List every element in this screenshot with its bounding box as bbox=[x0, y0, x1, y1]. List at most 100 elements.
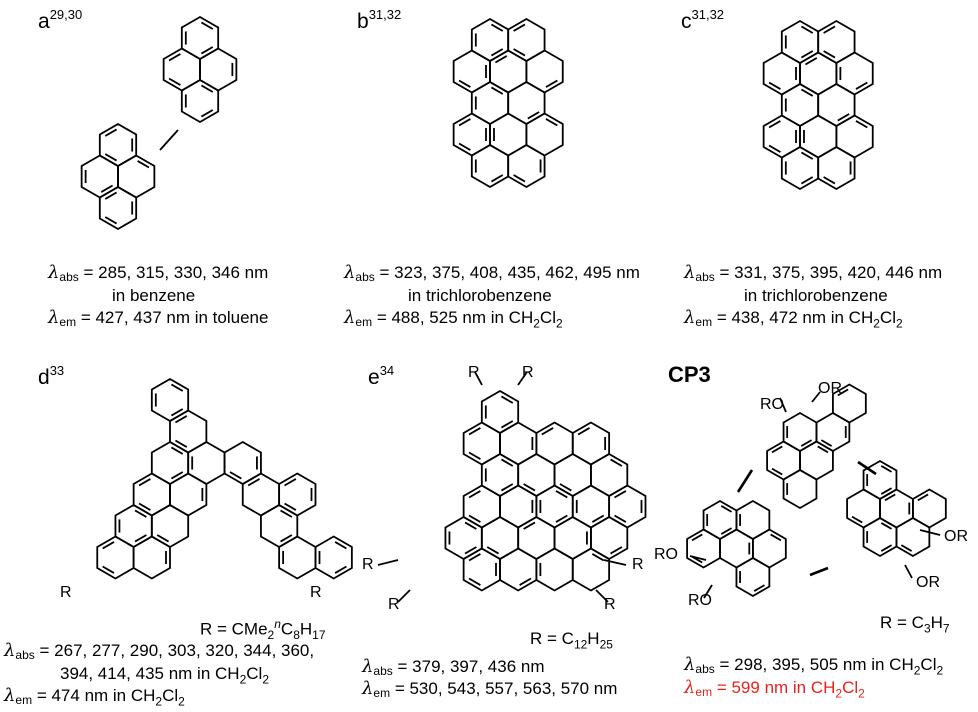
panel-e-letter: e bbox=[368, 366, 380, 389]
double-bond bbox=[284, 478, 297, 487]
panel-b-abs-solvent: in trichlorobenzene bbox=[408, 286, 552, 305]
ring bbox=[782, 468, 818, 510]
double-bond bbox=[468, 553, 481, 562]
cp3-ro-left-upper: RO bbox=[654, 546, 678, 563]
panel-b-letter: b bbox=[357, 10, 369, 33]
double-bond bbox=[817, 445, 829, 454]
cp3-or-right-lower: OR bbox=[916, 574, 940, 591]
panel-e-r-left-lower: R bbox=[388, 596, 400, 613]
double-bond bbox=[200, 84, 214, 93]
double-bond bbox=[104, 216, 118, 225]
panel-c-abs: λabs = 331, 375, 395, 420, 446 nm bbox=[684, 262, 942, 288]
ring bbox=[180, 78, 220, 124]
panel-d-ref: 33 bbox=[49, 363, 65, 378]
panel-d-label: d33 bbox=[38, 363, 65, 390]
double-bond bbox=[468, 577, 481, 586]
sub: 2 bbox=[155, 694, 163, 709]
double-bond bbox=[513, 174, 526, 183]
panel-d-r-right: R bbox=[310, 584, 322, 601]
double-bond bbox=[884, 493, 896, 502]
double-bond bbox=[500, 420, 514, 429]
double-bond bbox=[513, 23, 526, 32]
double-bond bbox=[104, 191, 118, 200]
double-bond bbox=[610, 546, 623, 555]
panel-d-r-left: R bbox=[60, 584, 72, 601]
bond bbox=[919, 529, 941, 536]
double-bond bbox=[519, 577, 532, 586]
double-bond bbox=[768, 81, 781, 90]
double-bond bbox=[837, 388, 849, 397]
cp3-ro-left-lower: RO bbox=[688, 592, 712, 609]
abs-tail: Cl bbox=[246, 664, 263, 683]
bond bbox=[904, 564, 913, 579]
panel-cp3-abs: λabs = 298, 395, 505 nm in CH2Cl2 bbox=[684, 654, 943, 681]
double-bond bbox=[174, 415, 188, 424]
panel-e-ref: 34 bbox=[379, 363, 395, 378]
double-bond bbox=[541, 427, 554, 436]
double-bond bbox=[823, 176, 836, 185]
lambda-symbol: λ bbox=[4, 640, 16, 661]
double-bond bbox=[490, 86, 504, 95]
panel-b-em: λem = 488, 525 nm in CH2Cl2 bbox=[344, 307, 563, 334]
double-bond bbox=[334, 541, 347, 550]
panel-d-abs: λabs = 267, 277, 290, 303, 320, 344, 360… bbox=[4, 640, 314, 666]
double-bond bbox=[494, 55, 508, 64]
abs-tail: Cl bbox=[920, 655, 937, 674]
double-bond bbox=[468, 451, 481, 460]
panel-c-letter: c bbox=[681, 10, 692, 33]
double-bond bbox=[104, 153, 118, 162]
abs-subscript: abs bbox=[695, 662, 715, 676]
double-bond bbox=[768, 120, 781, 129]
panel-e-r-right-upper: R bbox=[632, 556, 644, 573]
panel-d-abs-line2: 394, 414, 435 nm in CH2Cl2 bbox=[60, 663, 269, 690]
double-bond bbox=[800, 439, 813, 447]
double-bond bbox=[200, 21, 214, 30]
double-bond bbox=[591, 553, 605, 562]
em-subscript: em bbox=[59, 315, 77, 329]
sub: 2 bbox=[895, 316, 903, 331]
lambda-symbol: λ bbox=[4, 685, 16, 706]
sub: 2 bbox=[858, 686, 865, 701]
double-bond bbox=[555, 490, 568, 499]
sub: 25 bbox=[599, 637, 613, 652]
ring bbox=[817, 145, 856, 191]
panel-cp3-r-def: R = C3H7 bbox=[880, 612, 950, 639]
double-bond bbox=[104, 128, 118, 137]
cp3-ro-top: RO bbox=[760, 396, 784, 413]
double-bond bbox=[823, 50, 836, 59]
double-bond bbox=[545, 79, 558, 88]
ring bbox=[752, 528, 787, 569]
double-bond bbox=[500, 395, 514, 404]
em-tail: Cl bbox=[539, 308, 556, 327]
panel-e-em: λem = 530, 543, 557, 563, 570 nm bbox=[362, 678, 617, 704]
r-def-pre: R = C bbox=[530, 629, 574, 648]
sub: 2 bbox=[262, 672, 269, 687]
double-bond bbox=[200, 46, 214, 55]
lambda-symbol: λ bbox=[684, 262, 696, 283]
ring bbox=[314, 535, 353, 580]
double-bond bbox=[174, 439, 188, 448]
bond bbox=[159, 129, 179, 151]
bond bbox=[595, 589, 609, 603]
abs-subscript: abs bbox=[695, 270, 715, 284]
panel-e-r-top-left: R bbox=[468, 364, 480, 381]
r-def-pre: R = C bbox=[880, 613, 924, 632]
double-bond bbox=[134, 534, 147, 543]
panel-c-em-values: = 438, 472 nm in CH bbox=[716, 308, 874, 327]
double-bond bbox=[168, 53, 181, 62]
double-bond bbox=[500, 483, 514, 492]
panel-b-ref: 31,32 bbox=[368, 7, 402, 22]
double-bond bbox=[753, 584, 765, 592]
em-subscript: em bbox=[15, 693, 33, 707]
double-bond bbox=[770, 533, 782, 542]
double-bond bbox=[170, 408, 184, 417]
lambda-symbol: λ bbox=[362, 678, 374, 699]
sup: n bbox=[274, 617, 281, 631]
bond bbox=[397, 589, 411, 603]
double-bond bbox=[168, 77, 181, 86]
double-bond bbox=[468, 490, 481, 499]
